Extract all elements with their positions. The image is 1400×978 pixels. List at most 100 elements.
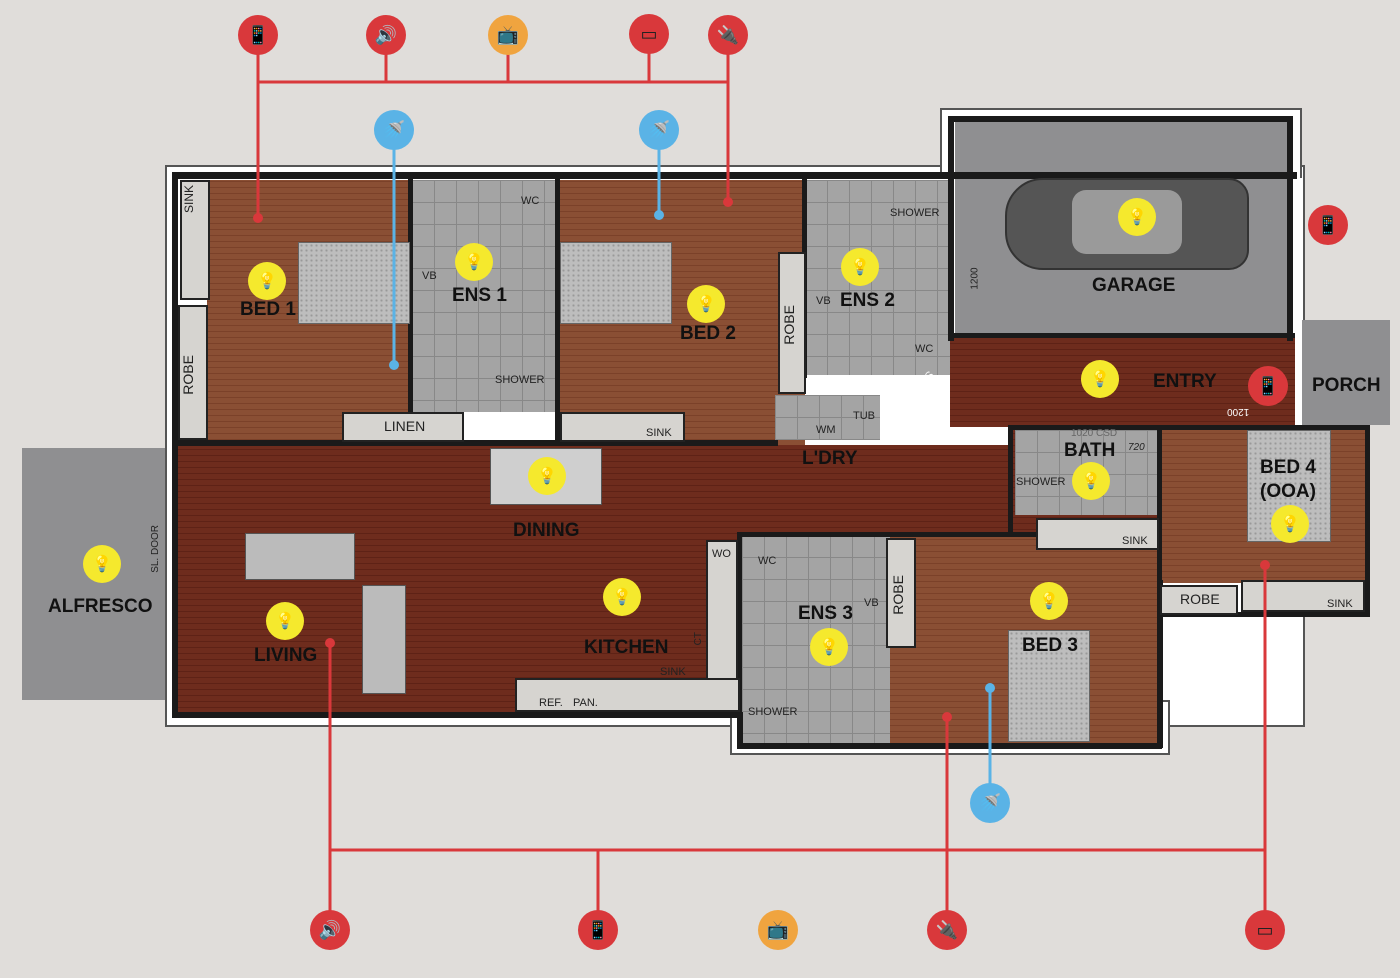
blind-icon[interactable]: ▭ xyxy=(629,14,669,54)
light-bulb-icon[interactable]: 💡 xyxy=(83,545,121,583)
bed3-bed xyxy=(1008,630,1090,742)
wall xyxy=(172,172,1297,179)
bed3-robe xyxy=(886,538,916,648)
wall xyxy=(737,712,743,749)
sink-label: SINK xyxy=(660,666,686,678)
light-bulb-icon[interactable]: 💡 xyxy=(841,248,879,286)
bed4-robe xyxy=(1160,585,1238,615)
light-bulb-icon[interactable]: 💡 xyxy=(266,602,304,640)
wc-label: WC xyxy=(915,343,934,355)
room-label-ens2: ENS 2 xyxy=(840,290,895,311)
wc-label: WC xyxy=(521,195,540,207)
wall xyxy=(948,116,1293,122)
bed2-robe xyxy=(778,252,806,394)
light-bulb-icon[interactable]: 💡 xyxy=(455,243,493,281)
wall xyxy=(1157,580,1163,748)
shower-label: SHOWER xyxy=(748,706,798,718)
room-label-garage: GARAGE xyxy=(1092,275,1176,296)
armchair xyxy=(362,585,406,694)
room-label-alfresco: ALFRESCO xyxy=(48,596,153,617)
kitchen-bench xyxy=(515,678,740,712)
wire-endpoint xyxy=(253,213,263,223)
room-label-bath: BATH xyxy=(1064,440,1116,461)
wall xyxy=(740,532,1160,537)
room-label-bed3: BED 3 xyxy=(1022,635,1078,656)
pan-label: PAN. xyxy=(573,697,598,709)
light-bulb-icon[interactable]: 💡 xyxy=(1271,505,1309,543)
irrigation-tap-icon[interactable]: 🚿 xyxy=(970,783,1010,823)
bed1-bed xyxy=(298,242,410,324)
light-bulb-icon[interactable]: 💡 xyxy=(1118,198,1156,236)
irrigation-tap-icon[interactable]: 🚿 xyxy=(639,110,679,150)
ref-label: REF. xyxy=(539,697,563,709)
light-bulb-icon[interactable]: 💡 xyxy=(1030,582,1068,620)
wall xyxy=(737,743,1162,749)
ens3-floor xyxy=(742,535,890,743)
sofa xyxy=(245,533,355,580)
wall xyxy=(737,532,742,717)
light-bulb-icon[interactable]: 💡 xyxy=(1072,462,1110,500)
light-bulb-icon[interactable]: 💡 xyxy=(528,457,566,495)
bed1-robe xyxy=(178,305,208,440)
ens2-floor xyxy=(805,180,950,375)
entry-floor xyxy=(950,337,1295,427)
linen-label: LINEN xyxy=(384,418,426,434)
shower-label: SHOWER xyxy=(890,207,940,219)
wm-label: WM xyxy=(816,424,836,436)
speaker-icon[interactable]: 🔊 xyxy=(366,15,406,55)
water-endpoint xyxy=(389,360,399,370)
room-label-kitchen: KITCHEN xyxy=(584,637,669,658)
wire-endpoint xyxy=(723,197,733,207)
shower-label: SHOWER xyxy=(495,374,545,386)
light-bulb-icon[interactable]: 💡 xyxy=(1081,360,1119,398)
wc-label: WC xyxy=(758,555,777,567)
wall xyxy=(1157,425,1162,585)
wall xyxy=(178,440,778,446)
remote-control-icon[interactable]: 📱 xyxy=(578,910,618,950)
vb-label: VB xyxy=(422,270,437,282)
wall xyxy=(950,333,1295,338)
home-theatre-icon[interactable]: 📺 xyxy=(758,910,798,950)
wall xyxy=(1365,425,1370,615)
light-bulb-icon[interactable]: 💡 xyxy=(810,628,848,666)
light-bulb-icon[interactable]: 💡 xyxy=(603,578,641,616)
room-label-bed4: BED 4 xyxy=(1260,457,1316,478)
light-bulb-icon[interactable]: 💡 xyxy=(248,262,286,300)
bed1-sink-bench xyxy=(180,180,210,300)
room-label-bed4-ooa: (OOA) xyxy=(1260,481,1316,502)
home-theatre-icon[interactable]: 📺 xyxy=(488,15,528,55)
wall xyxy=(1008,425,1013,535)
robe-label: ROBE xyxy=(1180,591,1220,607)
wire-endpoint xyxy=(1260,560,1270,570)
irrigation-tap-icon[interactable]: 🚿 xyxy=(374,110,414,150)
laundry-floor xyxy=(775,395,880,440)
wall xyxy=(948,116,954,341)
room-label-living: LIVING xyxy=(254,645,318,666)
wall xyxy=(172,712,742,718)
shower-label: SHOWER xyxy=(1016,476,1066,488)
linen-cupboard xyxy=(342,412,464,442)
remote-control-icon[interactable]: 📱 xyxy=(1308,205,1348,245)
room-label-entry: ENTRY xyxy=(1153,371,1217,392)
blind-icon[interactable]: ▭ xyxy=(1245,910,1285,950)
bed2-bed xyxy=(560,242,672,324)
smart-plug-icon[interactable]: 🔌 xyxy=(927,910,967,950)
wire-endpoint xyxy=(325,638,335,648)
speaker-icon[interactable]: 🔊 xyxy=(310,910,350,950)
vb-label: VB xyxy=(864,597,879,609)
hall-sink-bench xyxy=(1036,518,1159,550)
smart-plug-icon[interactable]: 🔌 xyxy=(708,15,748,55)
remote-control-icon[interactable]: 📱 xyxy=(1248,366,1288,406)
wall xyxy=(172,172,178,717)
wall xyxy=(1287,116,1293,341)
sink-label: SINK xyxy=(646,427,672,439)
water-endpoint xyxy=(985,683,995,693)
light-bulb-icon[interactable]: 💡 xyxy=(687,285,725,323)
wall xyxy=(408,178,413,414)
room-label-porch: PORCH xyxy=(1312,375,1381,396)
water-endpoint xyxy=(654,210,664,220)
wall xyxy=(555,178,560,446)
bed4-sink-bench xyxy=(1241,580,1365,612)
remote-control-icon[interactable]: 📱 xyxy=(238,15,278,55)
